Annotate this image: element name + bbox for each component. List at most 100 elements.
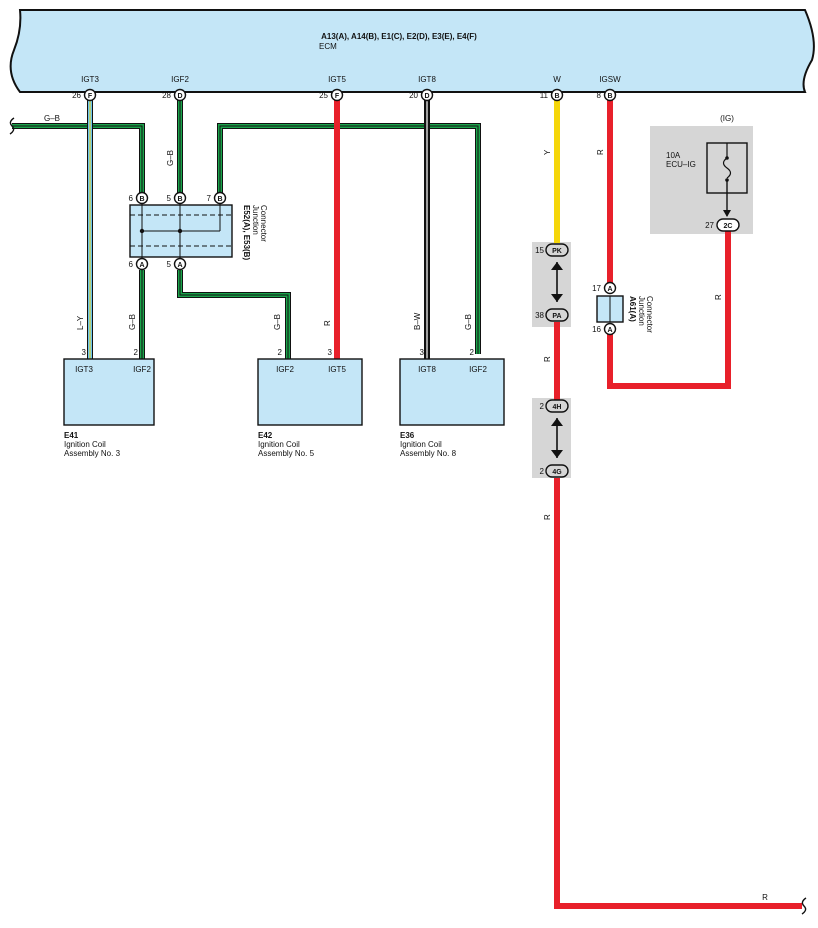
ecm-connector-codes: A13(A), A14(B), E1(C), E2(D), E3(E), E4(… bbox=[321, 32, 477, 41]
junction-a61-pin-17a: A 17 bbox=[592, 281, 617, 295]
svg-text:4G: 4G bbox=[552, 469, 562, 476]
ecm-block: A13(A), A14(B), E1(C), E2(D), E3(E), E4(… bbox=[9, 9, 815, 93]
svg-text:2: 2 bbox=[540, 467, 545, 476]
svg-text:3: 3 bbox=[328, 348, 333, 357]
inline-connector-pk: PK 15 bbox=[535, 243, 569, 257]
svg-text:11: 11 bbox=[540, 91, 549, 100]
ecm-pin-igt3: F 26 bbox=[72, 88, 97, 102]
svg-text:PK: PK bbox=[552, 248, 562, 255]
junction-connector-a61 bbox=[596, 295, 624, 323]
svg-text:PA: PA bbox=[552, 313, 561, 320]
fuse-icon bbox=[706, 142, 748, 217]
coil-e36-code: E36 bbox=[400, 431, 415, 440]
fuse-rating: 10A bbox=[666, 151, 681, 160]
junction-e52-codes: E52(A), E53(B) bbox=[242, 205, 251, 260]
svg-text:2: 2 bbox=[278, 348, 283, 357]
svg-text:15: 15 bbox=[535, 246, 544, 255]
svg-text:27: 27 bbox=[705, 221, 714, 230]
svg-text:A: A bbox=[177, 262, 182, 269]
svg-text:D: D bbox=[424, 93, 429, 100]
wire-break-left bbox=[9, 117, 15, 135]
ecm-pin-w: B 11 bbox=[540, 88, 564, 102]
svg-text:A: A bbox=[139, 262, 144, 269]
wire-r-a61-to-fuse bbox=[607, 230, 731, 389]
svg-text:A: A bbox=[607, 327, 612, 334]
wire-label-g-b-e41: G–B bbox=[128, 314, 137, 330]
ecm-pin-igsw-label: IGSW bbox=[599, 75, 621, 84]
svg-text:2: 2 bbox=[540, 402, 545, 411]
inline-connector-4h: 4H 2 bbox=[540, 399, 569, 413]
junction-a61-code: A61(A) bbox=[628, 296, 637, 322]
connector-mating-4h-4g bbox=[551, 418, 563, 458]
svg-text:8: 8 bbox=[597, 91, 602, 100]
svg-text:2C: 2C bbox=[724, 223, 733, 230]
svg-text:B: B bbox=[217, 196, 222, 203]
coil-e36-line2: Assembly No. 8 bbox=[400, 449, 457, 458]
coil-e42-code: E42 bbox=[258, 431, 273, 440]
svg-text:26: 26 bbox=[72, 91, 81, 100]
junction-e52-pin-6b: B 6 bbox=[129, 191, 149, 205]
connector-2c: 2C 27 bbox=[705, 218, 740, 232]
svg-text:B: B bbox=[139, 196, 144, 203]
wire-label-g-b-left: G–B bbox=[44, 114, 60, 123]
connector-mating-pk-pa bbox=[551, 262, 563, 302]
svg-text:5: 5 bbox=[167, 260, 172, 269]
inline-connector-pa: PA 38 bbox=[535, 308, 569, 322]
coil-e42-line1: Ignition Coil bbox=[258, 440, 300, 449]
ignition-coil-e41: IGT3 IGF2 3 2 bbox=[63, 348, 155, 426]
wire-g-b-to-e42 bbox=[177, 270, 291, 360]
wire-label-g-b-igf2: G–B bbox=[166, 150, 175, 166]
wire-g-b-to-e36 bbox=[217, 123, 481, 354]
ecm-pin-igt3-label: IGT3 bbox=[81, 75, 99, 84]
ecm-label: ECM bbox=[319, 42, 337, 51]
fuse-box-background bbox=[650, 126, 753, 234]
ecm-pin-igf2-label: IGF2 bbox=[171, 75, 189, 84]
svg-text:17: 17 bbox=[592, 284, 601, 293]
svg-text:2: 2 bbox=[134, 348, 139, 357]
svg-text:B: B bbox=[177, 196, 182, 203]
wire-label-l-y: L–Y bbox=[76, 315, 85, 330]
wire-break-right bbox=[801, 897, 807, 915]
ecm-pin-igf2: D 28 bbox=[162, 88, 187, 102]
ecm-pin-w-label: W bbox=[553, 75, 561, 84]
svg-text:28: 28 bbox=[162, 91, 171, 100]
wire-label-r-4g: R bbox=[543, 514, 552, 520]
wire-r-4g-out bbox=[554, 478, 802, 909]
svg-text:A: A bbox=[607, 286, 612, 293]
svg-text:20: 20 bbox=[409, 91, 418, 100]
junction-a61-pin-16a: A 16 bbox=[592, 322, 617, 336]
junction-connector-e52-e53 bbox=[129, 204, 233, 258]
ecm-pin-igt5-label: IGT5 bbox=[328, 75, 346, 84]
svg-text:7: 7 bbox=[207, 194, 212, 203]
wire-label-g-b-e36: G–B bbox=[464, 314, 473, 330]
wire-label-r-pa: R bbox=[543, 356, 552, 362]
svg-text:B: B bbox=[607, 93, 612, 100]
svg-text:F: F bbox=[335, 93, 340, 100]
junction-e52-pin-6a: A 6 bbox=[129, 257, 149, 271]
svg-text:IGF2: IGF2 bbox=[276, 365, 294, 374]
fuse-name: ECU–IG bbox=[666, 160, 696, 169]
svg-text:25: 25 bbox=[319, 91, 328, 100]
svg-text:6: 6 bbox=[129, 260, 134, 269]
inline-connector-4g: 4G 2 bbox=[540, 464, 569, 478]
svg-text:D: D bbox=[177, 93, 182, 100]
svg-text:2: 2 bbox=[470, 348, 475, 357]
coil-e42-line2: Assembly No. 5 bbox=[258, 449, 315, 458]
wire-label-r-out: R bbox=[762, 893, 768, 902]
wire-label-g-b-e42: G–B bbox=[273, 314, 282, 330]
junction-e52-pin-5b: B 5 bbox=[167, 191, 187, 205]
coil-e36-line1: Ignition Coil bbox=[400, 440, 442, 449]
coil-e41-line1: Ignition Coil bbox=[64, 440, 106, 449]
svg-text:5: 5 bbox=[167, 194, 172, 203]
ecm-pin-igsw: B 8 bbox=[597, 88, 617, 102]
svg-text:16: 16 bbox=[592, 325, 601, 334]
svg-text:38: 38 bbox=[535, 311, 544, 320]
ecm-pin-igt5: F 25 bbox=[319, 88, 344, 102]
svg-text:IGF2: IGF2 bbox=[469, 365, 487, 374]
svg-text:B: B bbox=[554, 93, 559, 100]
junction-e52-line1: Junction bbox=[251, 205, 260, 235]
wire-label-r-igt5: R bbox=[323, 320, 332, 326]
wire-label-y: Y bbox=[543, 149, 552, 155]
ecm-pin-igt8: D 20 bbox=[409, 88, 434, 102]
